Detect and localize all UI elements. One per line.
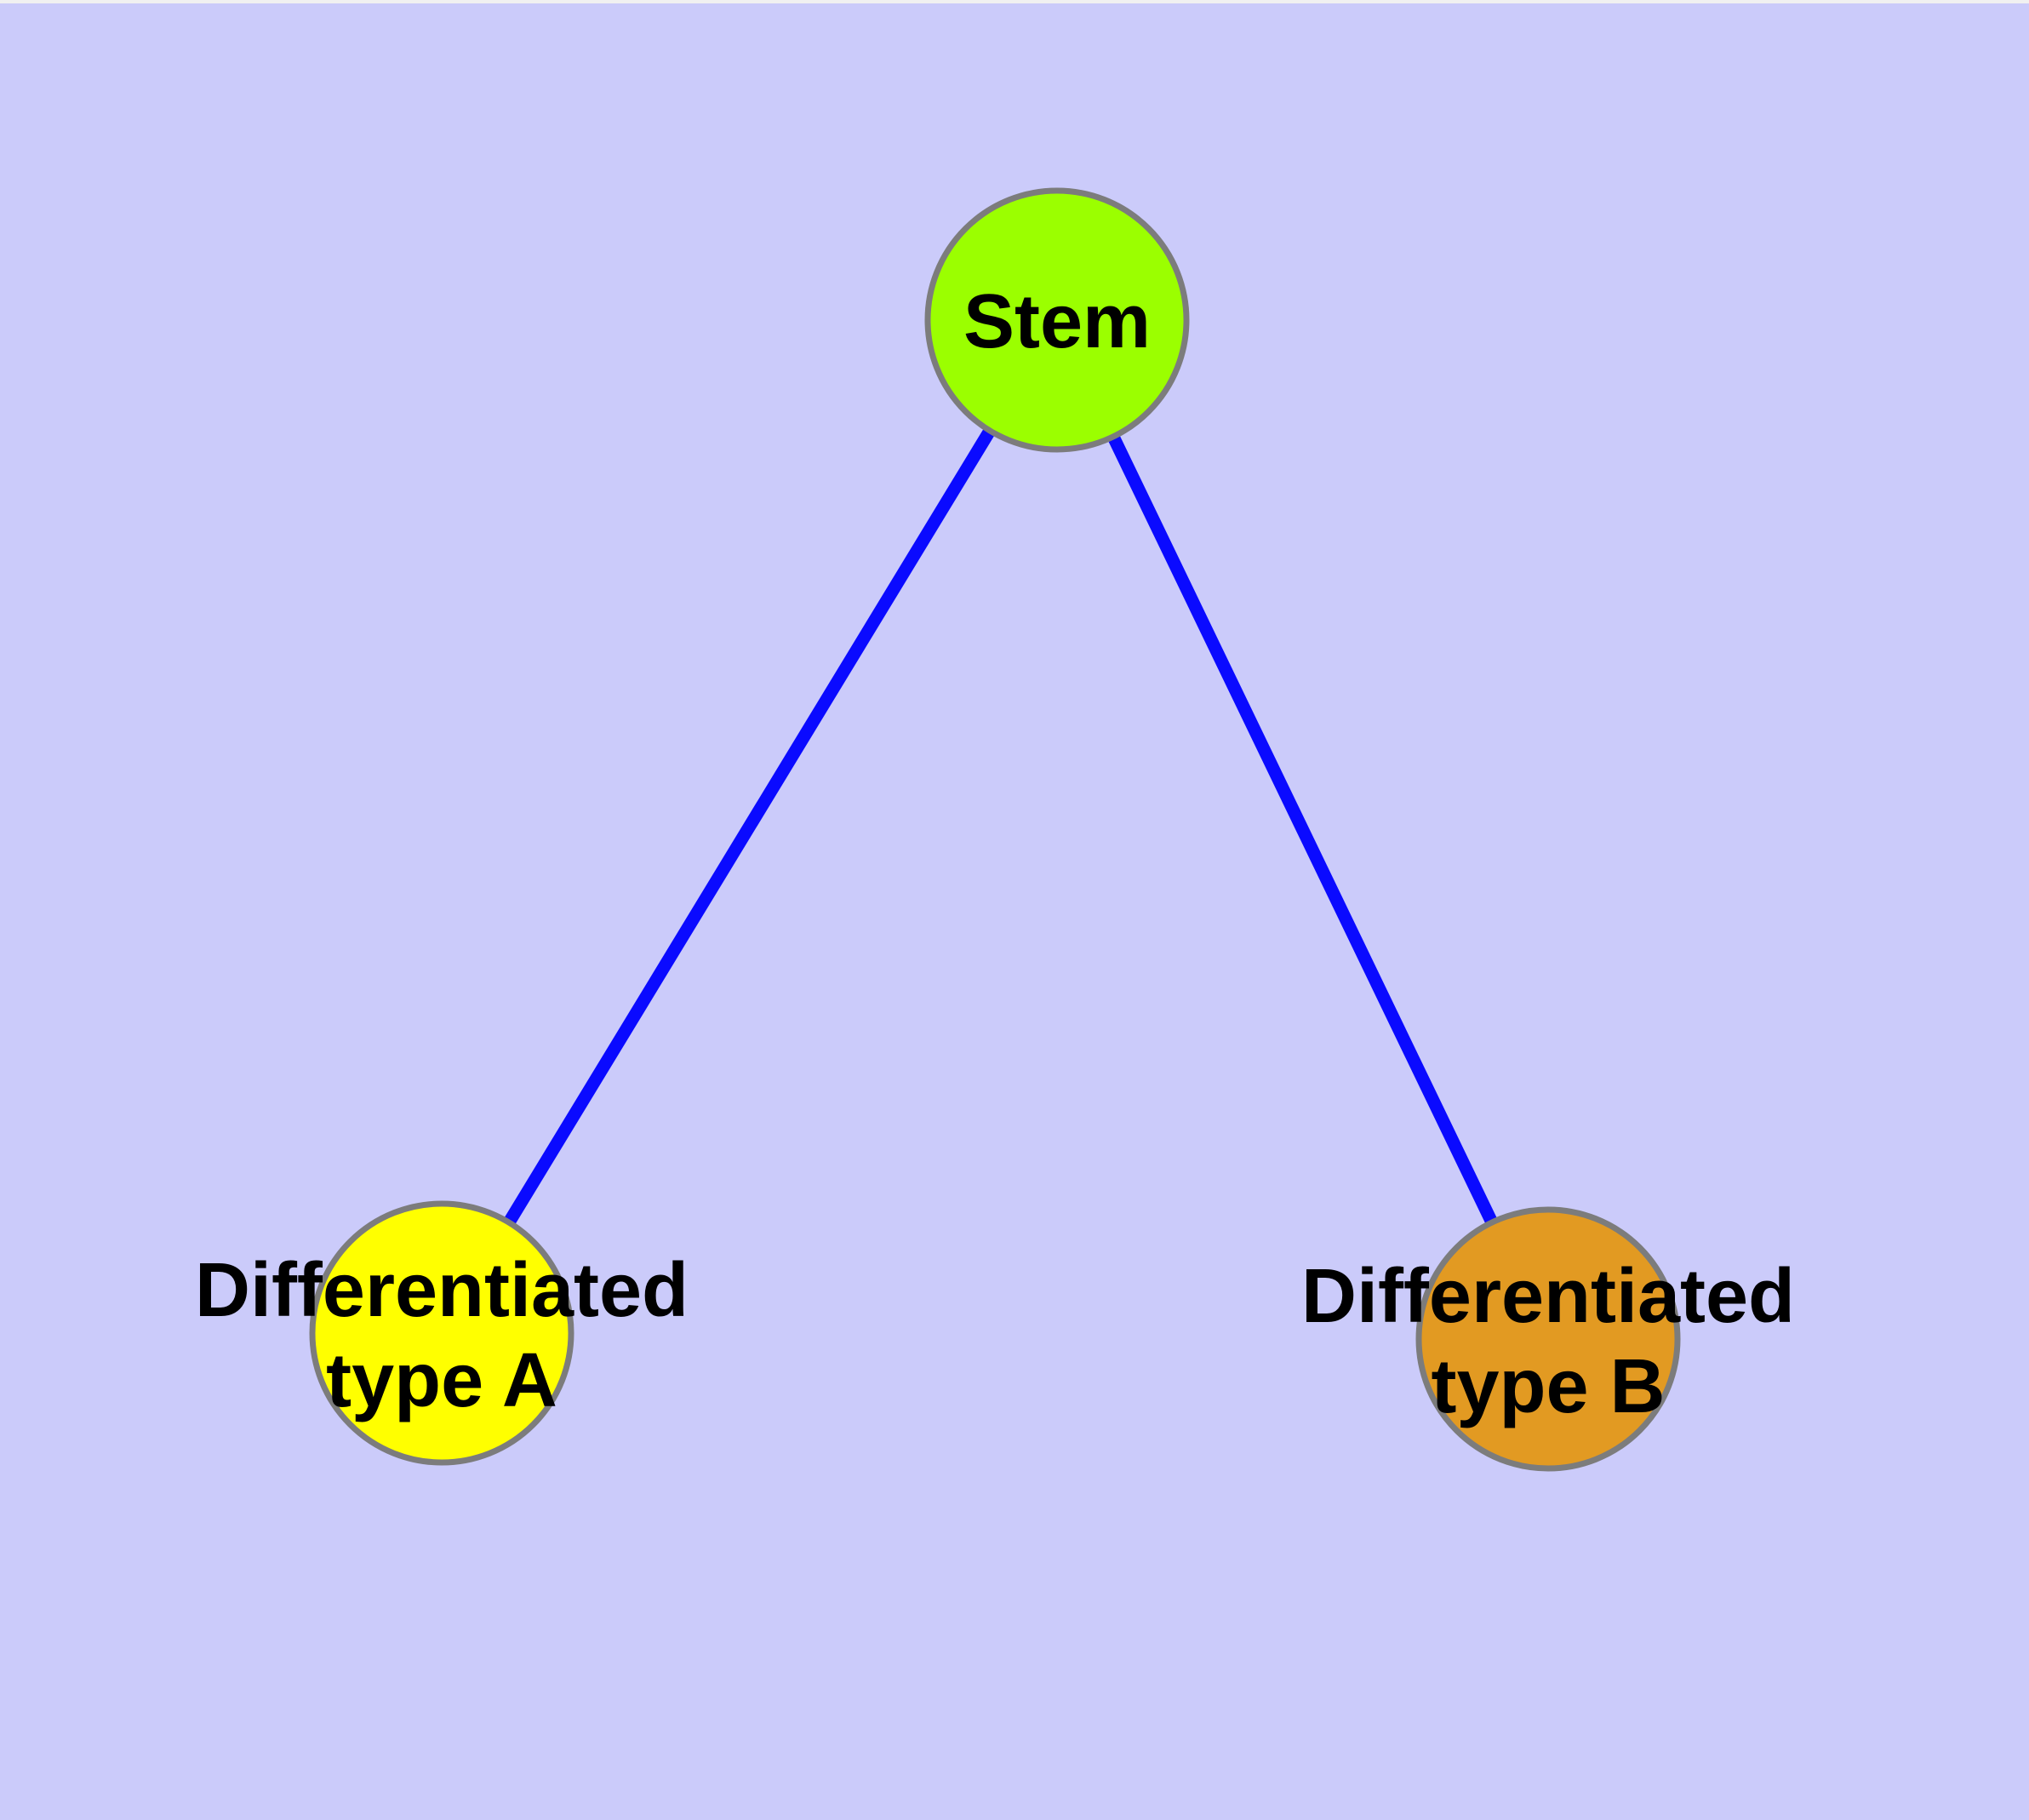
node-differentiated-type-b [1415, 1206, 1681, 1472]
node-label-type-b-line2: type B [1431, 1344, 1665, 1429]
node-label-type-a-line2: type A [326, 1338, 557, 1423]
node-label-type-b-line1: Differentiated [1301, 1254, 1795, 1339]
node-stem [924, 187, 1190, 453]
node-label-stem: Stem [963, 279, 1151, 364]
node-label-type-a-line1: Differentiated [195, 1248, 689, 1333]
top-edge-strip [0, 0, 2029, 3]
edge-stem-to-type-b [1051, 317, 1554, 1342]
node-differentiated-type-a [309, 1200, 574, 1466]
edge-stem-to-type-a [436, 317, 1063, 1336]
